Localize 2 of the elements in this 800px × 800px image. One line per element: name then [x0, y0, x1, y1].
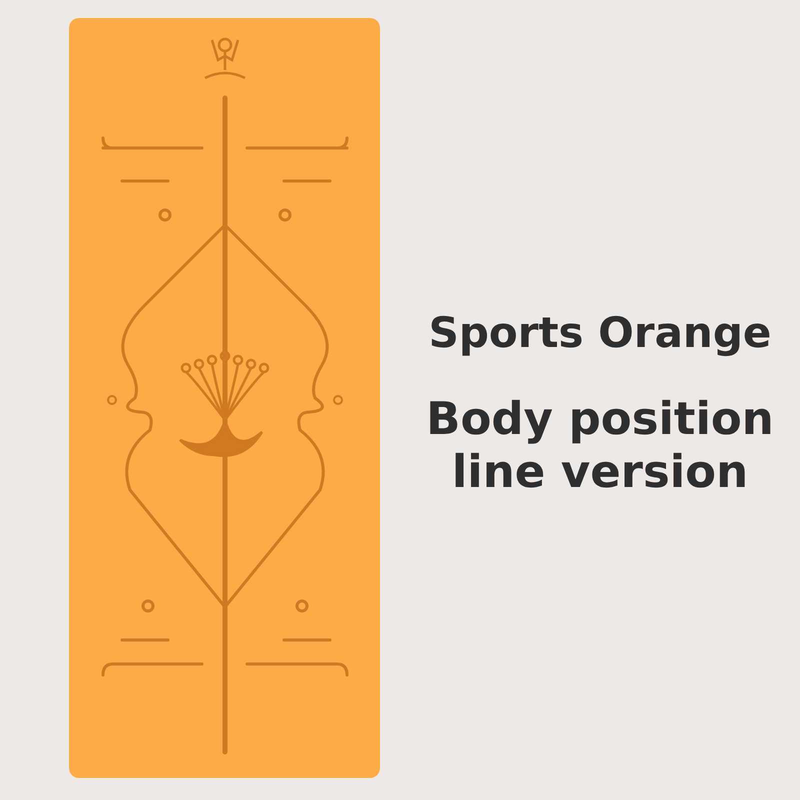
- color-name-heading: Sports Orange: [428, 308, 772, 358]
- version-heading: Body position line version: [425, 392, 775, 498]
